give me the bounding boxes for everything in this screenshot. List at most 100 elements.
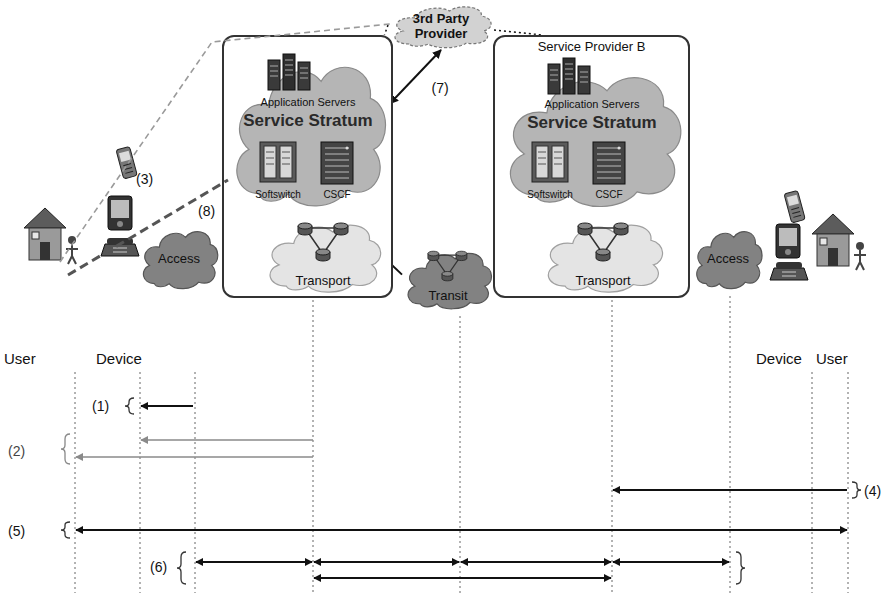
- callout-number: (7): [430, 80, 451, 96]
- cscf-icons: [321, 142, 353, 184]
- flow-arrows: [76, 529, 847, 531]
- dashed-service-line: [60, 24, 390, 262]
- callout-number: (6): [150, 559, 167, 575]
- label-holder: (6): [150, 558, 167, 576]
- router-icons: [578, 223, 628, 261]
- node-label: Access: [158, 252, 200, 267]
- connector: [384, 25, 388, 35]
- cloud-outline: [143, 232, 217, 289]
- node-label: Transport: [295, 274, 350, 289]
- router-icons: [298, 223, 348, 261]
- dashed-service-line: [68, 180, 228, 275]
- callout-number: (1): [92, 398, 109, 414]
- label-holder: (4): [864, 482, 881, 500]
- dashed-service-line: [60, 24, 390, 275]
- cloud-outline: [697, 232, 762, 289]
- role-label: Device: [756, 350, 802, 367]
- brackets: [177, 552, 186, 584]
- router-icons: [298, 223, 628, 281]
- flow-arrows: [314, 577, 611, 579]
- node-label: Application Servers: [261, 96, 356, 109]
- timeline-dotted-lines: [75, 372, 76, 593]
- flow-arrows: [76, 456, 313, 457]
- user-icons: [24, 208, 866, 270]
- server-icons: [268, 54, 310, 90]
- brackets: [852, 482, 861, 498]
- device-icons: [784, 190, 805, 223]
- brackets: [61, 522, 70, 538]
- softswitch-icons: [260, 142, 296, 182]
- user-icons: [24, 208, 78, 264]
- node-sublabel: Service Stratum: [243, 111, 372, 131]
- label-holder: (8): [198, 202, 215, 220]
- access-cloud: Access: [692, 222, 764, 292]
- label-holder: Device: [756, 350, 802, 368]
- device-icons: [776, 224, 800, 258]
- softswitch-icons: [260, 142, 568, 182]
- label-holder: User: [816, 350, 848, 368]
- cloud-outline: [510, 78, 680, 207]
- flow-arrows: [141, 405, 193, 407]
- edge-label-holder: (7): [430, 79, 451, 97]
- cloud-outline: [237, 67, 386, 206]
- node-sublabel: Service Stratum: [527, 113, 656, 133]
- node-label: Softswitch: [527, 189, 573, 201]
- device-icons: [116, 146, 137, 179]
- role-label: User: [4, 350, 36, 367]
- node-label: CSCF: [595, 189, 622, 201]
- server-icons: [268, 54, 590, 94]
- softswitch-icons: [532, 142, 568, 182]
- node-label: Service Provider B: [538, 40, 646, 55]
- callout-number: (4): [864, 483, 881, 499]
- label-holder: Device: [96, 350, 142, 368]
- provider-box: Service Provider BApplication ServersSer…: [493, 35, 690, 298]
- device-icons: [770, 262, 808, 280]
- label-holder: User: [4, 350, 36, 368]
- brackets: [125, 398, 134, 414]
- callout-number: (8): [198, 203, 215, 219]
- device-icons: [101, 146, 808, 280]
- node-label: Softswitch: [255, 189, 301, 201]
- service-stratum-cloud: Application ServersService StratumSoftsw…: [498, 56, 686, 214]
- brackets: [61, 434, 70, 464]
- device-icons: [108, 196, 132, 230]
- router-icons: [428, 251, 467, 281]
- role-label: User: [816, 350, 848, 367]
- cloud-shape: [498, 56, 686, 214]
- brackets: [736, 552, 745, 584]
- server-icons: [548, 58, 590, 94]
- timeline-dotted-lines: [313, 300, 314, 593]
- node-label: Transit: [428, 289, 467, 304]
- flow-arrows: [76, 406, 847, 578]
- callout-number: (2): [8, 443, 25, 459]
- timeline-dotted-lines: [730, 296, 731, 593]
- label-holder: (1): [92, 397, 109, 415]
- label-holder: (5): [8, 522, 25, 540]
- timeline-dotted-lines: [75, 296, 848, 593]
- brackets: [61, 398, 861, 584]
- access-cloud: Access: [138, 222, 220, 292]
- label-holder: (2): [8, 442, 25, 460]
- node-label: Access: [707, 252, 749, 267]
- cscf-icons: [593, 142, 625, 184]
- cscf-icons: [321, 142, 625, 184]
- provider-cloud: 3rd Party Provider: [388, 0, 494, 50]
- node-label: Application Servers: [545, 98, 640, 111]
- timeline-dotted-lines: [848, 372, 849, 593]
- label-holder: (3): [136, 170, 153, 188]
- cloud-outline: [395, 7, 491, 48]
- timeline-dotted-lines: [140, 372, 141, 593]
- timeline-dotted-lines: [460, 316, 461, 593]
- user-icons: [812, 214, 866, 270]
- node-label: 3rd Party Provider: [401, 12, 481, 42]
- node-label: CSCF: [323, 189, 350, 201]
- flow-arrows: [314, 561, 459, 563]
- timeline-dotted-lines: [612, 300, 613, 593]
- flow-arrows: [613, 489, 847, 491]
- flow-arrows: [196, 561, 312, 563]
- role-label: Device: [96, 350, 142, 367]
- flow-arrows: [461, 561, 611, 563]
- callout-number: (3): [136, 171, 153, 187]
- callout-number: (5): [8, 523, 25, 539]
- flow-arrows: [613, 561, 729, 563]
